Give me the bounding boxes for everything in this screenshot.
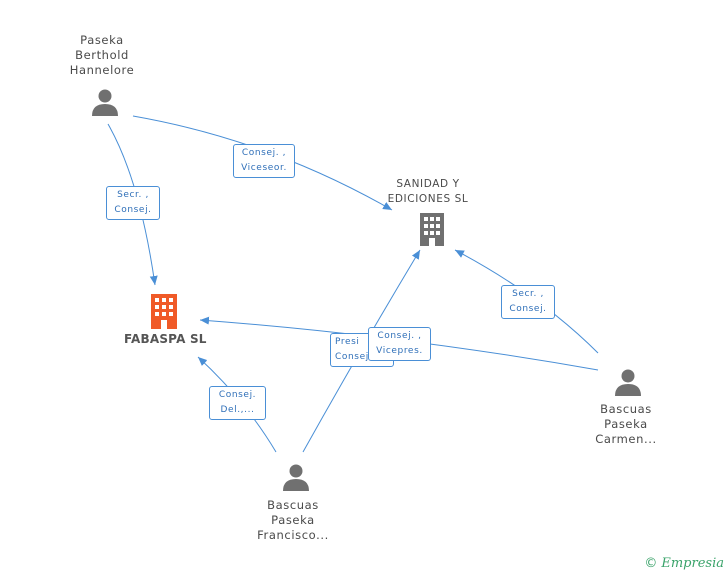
name-line: Paseka bbox=[80, 33, 124, 47]
role-line: Consej. bbox=[509, 304, 547, 314]
role-line: Consej. bbox=[114, 205, 152, 215]
brand-logo: Empresia bbox=[661, 556, 724, 571]
role-line: Presi bbox=[335, 337, 360, 347]
name-line: Hannelore bbox=[69, 63, 135, 77]
role-line: Del.,... bbox=[220, 405, 255, 415]
name-line: Francisco... bbox=[257, 528, 329, 542]
role-line: Secr. , bbox=[117, 190, 149, 200]
person-name-berthold[interactable]: Paseka Berthold Hannelore bbox=[52, 33, 152, 78]
name-line: SANIDAD Y bbox=[396, 178, 460, 190]
role-line: Secr. , bbox=[512, 289, 544, 299]
brand-footer: ©Empresia bbox=[644, 556, 724, 571]
name-line: Bascuas bbox=[600, 402, 652, 416]
edge-label-berthold-fabaspa[interactable]: Secr. , Consej. bbox=[106, 186, 160, 220]
name-line: Berthold bbox=[75, 48, 129, 62]
person-icon[interactable] bbox=[613, 368, 643, 398]
edge-label-carmen-sanidad[interactable]: Secr. , Consej. bbox=[501, 285, 555, 319]
company-name-sanidad[interactable]: SANIDAD Y EDICIONES SL bbox=[378, 177, 478, 207]
role-line: Viceseor. bbox=[241, 163, 287, 173]
edge-label-berthold-sanidad[interactable]: Consej. , Viceseor. bbox=[233, 144, 295, 178]
person-name-francisco[interactable]: Bascuas Paseka Francisco... bbox=[236, 498, 350, 543]
edge-label-francisco-sanidad[interactable]: Presi Consej. bbox=[330, 333, 394, 367]
building-icon-main[interactable] bbox=[148, 293, 180, 329]
name-line: Carmen... bbox=[595, 432, 657, 446]
role-line: Consej. bbox=[335, 352, 373, 362]
name-line: EDICIONES SL bbox=[387, 193, 469, 205]
name-line: Bascuas bbox=[267, 498, 319, 512]
company-name-fabaspa[interactable]: FABASPA SL bbox=[124, 332, 207, 346]
person-icon[interactable] bbox=[281, 463, 311, 493]
person-icon[interactable] bbox=[90, 88, 120, 118]
role-line: Consej. bbox=[218, 390, 257, 400]
building-icon[interactable] bbox=[417, 212, 447, 246]
name-line: Paseka bbox=[271, 513, 315, 527]
copyright-icon: © bbox=[644, 556, 658, 571]
role-line: Consej. , bbox=[377, 331, 422, 341]
person-name-carmen[interactable]: Bascuas Paseka Carmen... bbox=[576, 402, 676, 447]
name-line: Paseka bbox=[604, 417, 648, 431]
edge-label-francisco-fabaspa[interactable]: Consej. Del.,... bbox=[209, 386, 266, 420]
edge-label-carmen-fabaspa[interactable]: Consej. , Vicepres. bbox=[368, 327, 431, 361]
role-line: Vicepres. bbox=[376, 346, 423, 356]
role-line: Consej. , bbox=[241, 148, 287, 158]
